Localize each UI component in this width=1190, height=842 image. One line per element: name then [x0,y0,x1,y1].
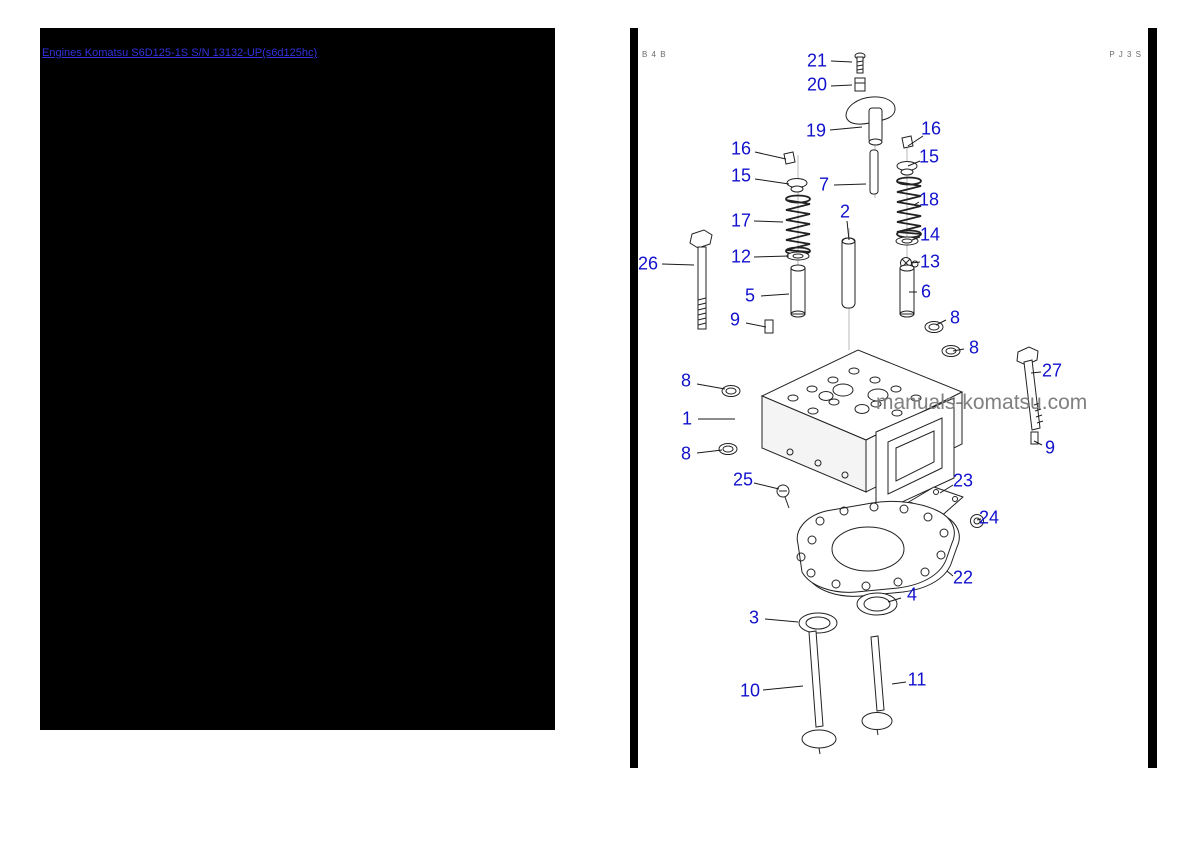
parts-manual-link[interactable]: Engines Komatsu S6D125-1S S/N 13132-UP(s… [42,47,318,59]
page-code-left: B 4 B [642,50,667,59]
page-code-right: P J 3 S [1109,50,1142,59]
watermark: manuals-komatsu.com [876,391,1088,414]
left-black-panel: Engines Komatsu S6D125-1S S/N 13132-UP(s… [40,28,555,730]
left-border-bar [630,28,638,768]
right-border-bar [1148,28,1157,768]
